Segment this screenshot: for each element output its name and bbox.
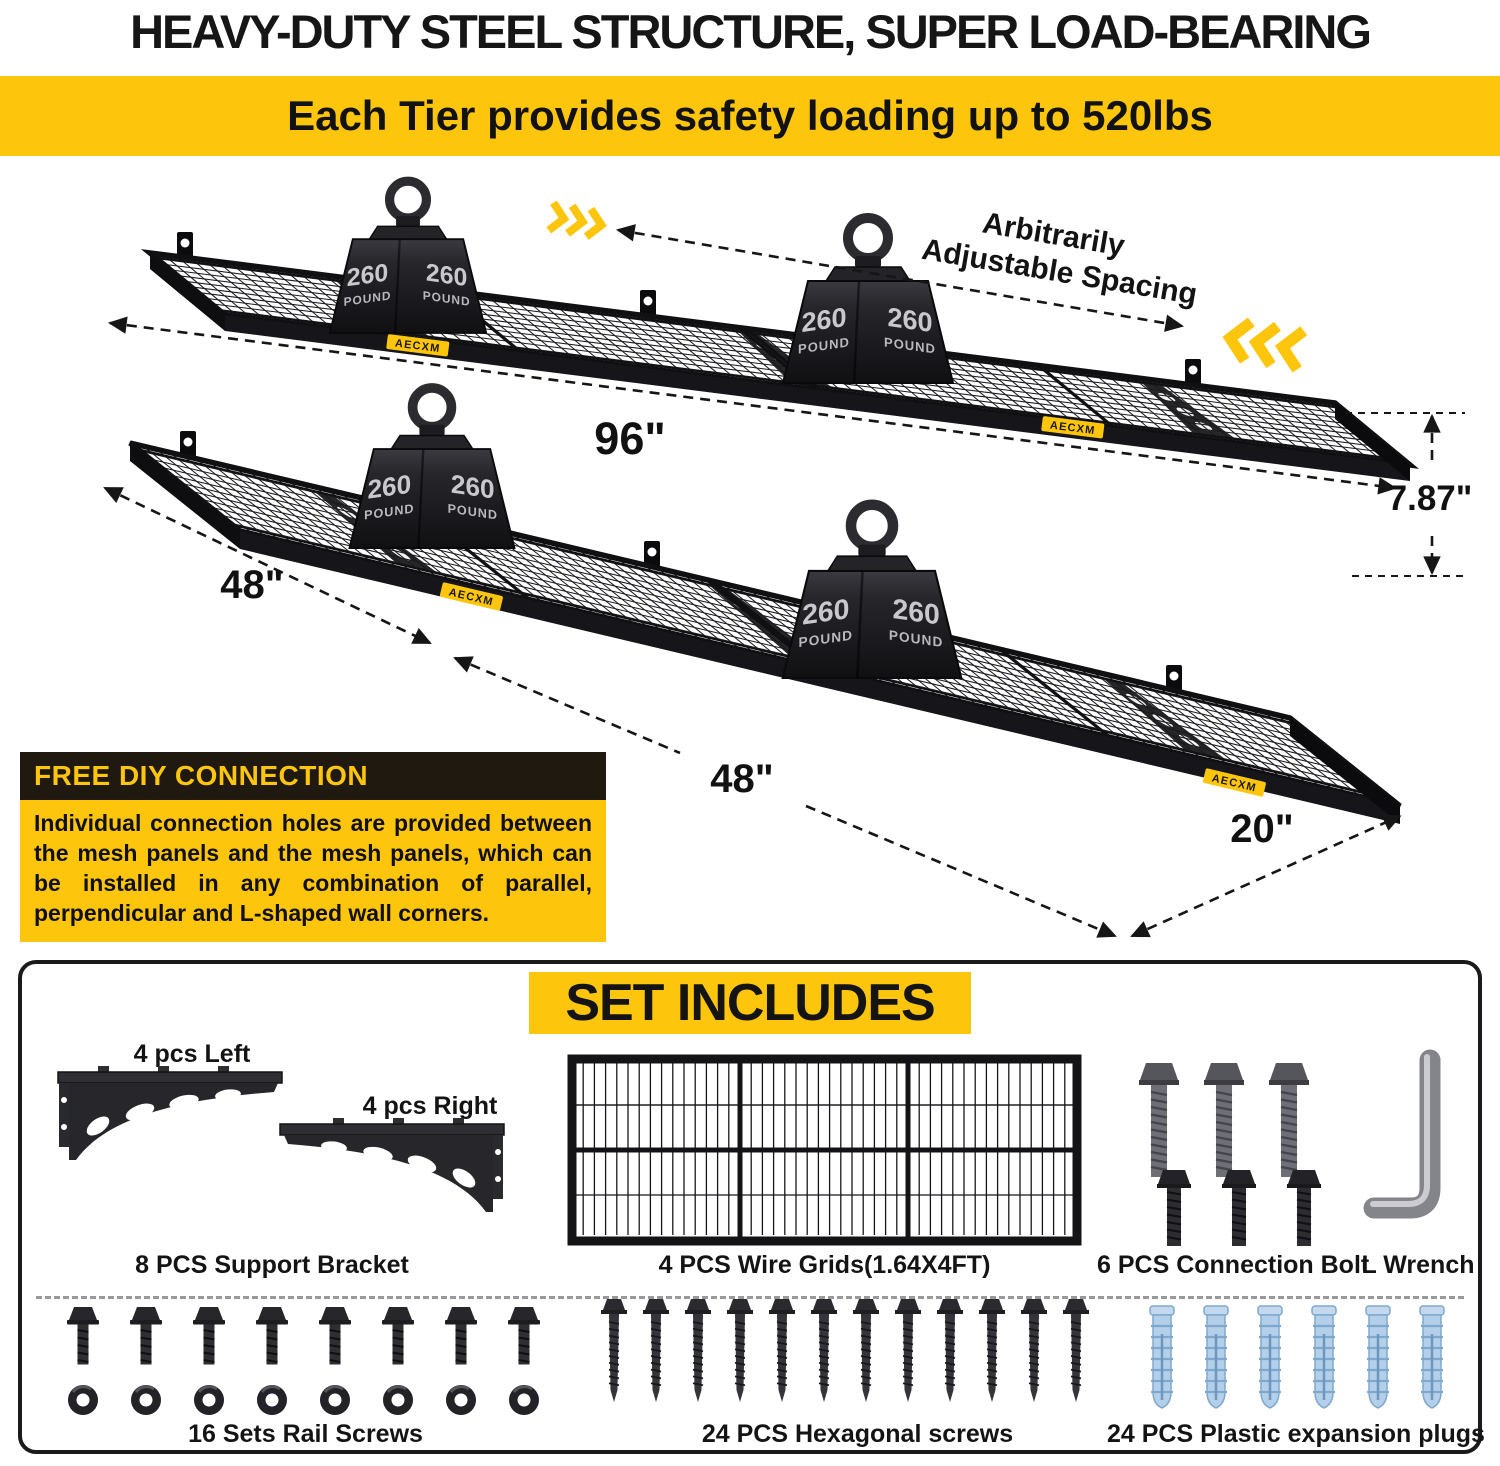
rail-screws-figure	[66, 1306, 541, 1417]
bolt-icon	[1137, 1061, 1181, 1179]
nut-icon	[66, 1383, 100, 1417]
expansion-plugs-figure	[1148, 1304, 1446, 1410]
diy-box-body: Individual connection holes are provided…	[20, 800, 606, 942]
bracket-caption: 8 PCS Support Bracket	[135, 1251, 409, 1279]
l-wrench-icon	[1363, 1049, 1441, 1219]
bracket-left-label: 4 pcs Left	[134, 1040, 251, 1068]
rail-screw-icon	[444, 1306, 478, 1366]
dim-left-segment: 48"	[220, 563, 283, 607]
nut-icon	[318, 1383, 352, 1417]
dim-depth: 20"	[1230, 807, 1293, 851]
nut-icon	[192, 1383, 226, 1417]
bolt-icon	[1202, 1061, 1246, 1179]
page-title: HEAVY-DUTY STEEL STRUCTURE, SUPER LOAD-B…	[130, 5, 1372, 58]
expansion-plug-icon	[1418, 1304, 1446, 1410]
hex-screw-icon	[600, 1298, 628, 1403]
expansion-plug-icon	[1202, 1304, 1230, 1410]
chevron-left-icon	[1227, 319, 1304, 370]
adjustable-spacing-note: Arbitrarily Adjustable Spacing	[919, 207, 1199, 312]
expansion-plug-icon	[1310, 1304, 1338, 1410]
dashed-divider	[36, 1296, 1464, 1299]
rail-screws-caption: 16 Sets Rail Screws	[188, 1420, 423, 1448]
hex-screw-icon	[684, 1298, 712, 1403]
l-wrench-figure	[1363, 1049, 1441, 1219]
set-includes-title: SET INCLUDES	[529, 972, 971, 1034]
wire-grid-figure	[567, 1054, 1082, 1246]
load-banner: Each Tier provides safety loading up to …	[0, 76, 1500, 156]
hex-screws-caption: 24 PCS Hexagonal screws	[701, 1420, 1014, 1448]
hex-screw-icon	[978, 1298, 1006, 1403]
hex-screw-icon	[852, 1298, 880, 1403]
bolt-icon	[1156, 1169, 1192, 1247]
bolt-icon	[1267, 1061, 1311, 1179]
hex-screw-icon	[936, 1298, 964, 1403]
nut-icon	[381, 1383, 415, 1417]
bolts-caption: 6 PCS Connection Bolt	[1097, 1251, 1370, 1279]
expansion-plug-icon	[1256, 1304, 1284, 1410]
rail-screw-icon	[66, 1306, 100, 1366]
expansion-plug-icon	[1364, 1304, 1392, 1410]
bolt-icon	[1221, 1169, 1257, 1247]
expansion-plug-icon	[1148, 1304, 1176, 1410]
rail-screw-icon	[507, 1306, 541, 1366]
dim-side-height: 7.87"	[1388, 479, 1473, 518]
hex-screw-icon	[768, 1298, 796, 1403]
hex-screw-icon	[1062, 1298, 1090, 1403]
chevron-right-icon	[549, 203, 604, 239]
wall-hook-icon	[1185, 359, 1201, 385]
rail-screw-icon	[192, 1306, 226, 1366]
shelf-top	[150, 232, 1410, 481]
bolt-icon	[1286, 1169, 1322, 1247]
nut-icon	[255, 1383, 289, 1417]
diy-box-header: FREE DIY CONNECTION	[20, 752, 606, 800]
support-bracket-figure: 4 pcs Left 4 pcs Right	[57, 1040, 505, 1213]
hex-screw-icon	[894, 1298, 922, 1403]
diy-connection-box: FREE DIY CONNECTION Individual connectio…	[20, 752, 606, 942]
nut-icon	[444, 1383, 478, 1417]
dim-bottom-segment: 48"	[710, 757, 773, 801]
nut-icon	[129, 1383, 163, 1417]
bracket-right-label: 4 pcs Right	[363, 1092, 498, 1120]
wrench-caption: L Wrench	[1361, 1251, 1475, 1279]
bracket-left-icon	[57, 1065, 283, 1161]
connection-bolt-figure	[1137, 1061, 1322, 1247]
rail-screw-icon	[318, 1306, 352, 1366]
weight-260lb	[350, 388, 515, 548]
weight-260lb	[330, 181, 486, 333]
dim-top-length: 96"	[594, 413, 665, 464]
plugs-caption: 24 PCS Plastic expansion plugs	[1107, 1420, 1485, 1448]
hex-screw-icon	[810, 1298, 838, 1403]
rail-screw-icon	[255, 1306, 289, 1366]
hex-screw-icon	[1020, 1298, 1048, 1403]
set-includes-box: SET INCLUDES 4	[18, 960, 1485, 1454]
hex-screw-icon	[726, 1298, 754, 1403]
rail-screw-icon	[381, 1306, 415, 1366]
hex-screws-figure	[600, 1298, 1090, 1403]
bracket-right-icon	[279, 1117, 505, 1213]
rail-screw-icon	[129, 1306, 163, 1366]
hex-screw-icon	[642, 1298, 670, 1403]
nut-icon	[507, 1383, 541, 1417]
shelf-illustration: 260 POUND 260 POUND AECXM	[0, 158, 1500, 955]
grids-caption: 4 PCS Wire Grids(1.64X4FT)	[658, 1251, 991, 1279]
wall-hook-icon	[640, 290, 656, 316]
weight-260lb	[783, 505, 962, 678]
